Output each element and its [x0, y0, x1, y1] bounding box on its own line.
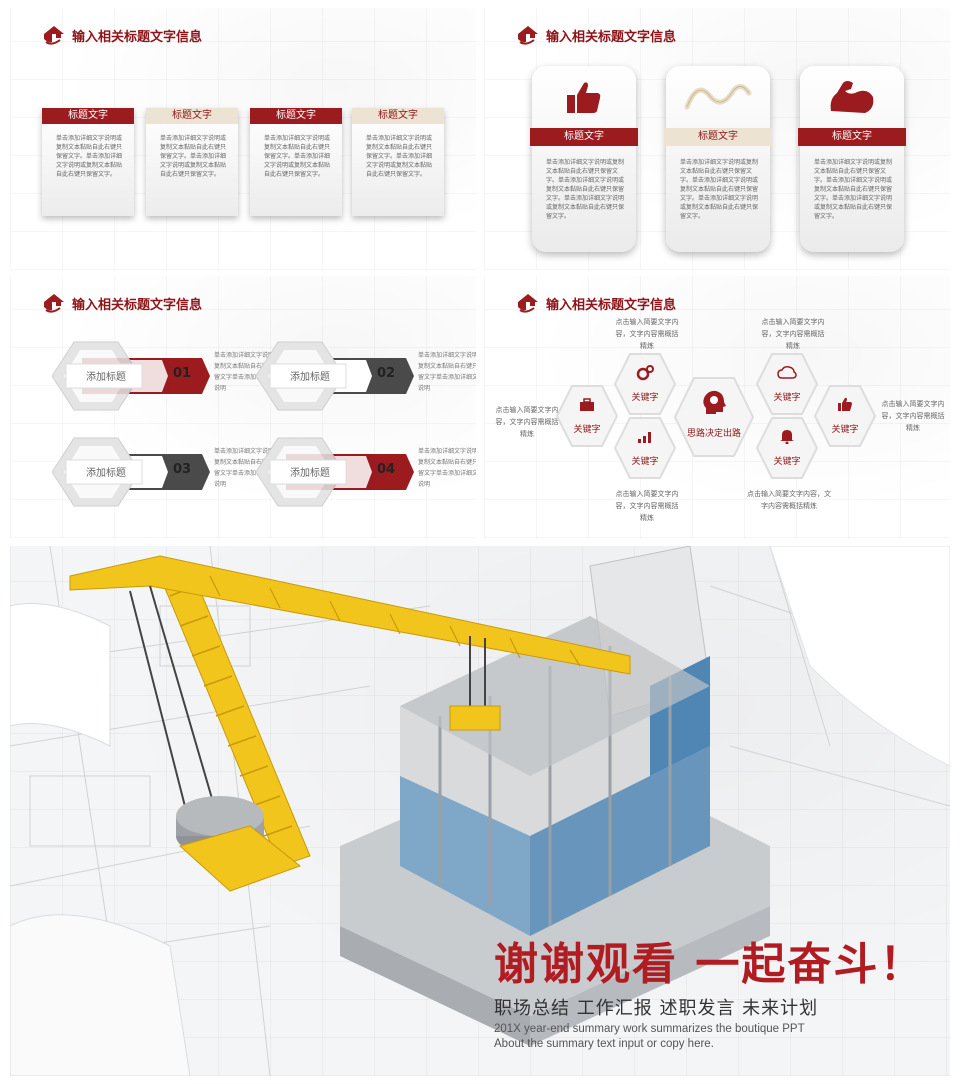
ribbon-icon — [684, 84, 752, 110]
keyword-hexagon: 关键字 — [813, 384, 877, 448]
closing-title: 谢谢观看 一起奋斗！ — [494, 939, 926, 990]
keyword-label: 关键字 — [573, 425, 601, 435]
item-label: 添加标题 — [86, 468, 126, 479]
item-label: 添加标题 — [86, 372, 126, 383]
cloud-icon — [777, 366, 797, 379]
slide-closing: 谢谢观看 一起奋斗！ 职场总结 工作汇报 述职发言 未来计划 201X year… — [10, 546, 950, 1076]
item-text: 单击添加详细文字说明或复制文本黏贴自右键只保留文字单击添加详细文字说明 — [214, 352, 281, 392]
closing-english-line-1: 201X year-end summary work summarizes th… — [494, 1023, 805, 1035]
card-text: 单击添加详细文字说明或复制文本黏贴自此右键只保留文字。单击添加详细文字说明或复制… — [680, 159, 759, 220]
thumbs-up-icon — [838, 397, 852, 411]
numbered-item: 添加标题 03 单击添加详细文字说明或复制文本黏贴自右键只保留文字单击添加详细文… — [52, 432, 280, 512]
note-text: 点击输入简要文字内容，文字内容需概括精炼 — [615, 490, 679, 522]
card-label: 标题文字 — [798, 128, 906, 146]
slide-hexagon-cluster: 输入相关标题文字信息 点击输入简要文字内容，文字内容需概括精炼 点击输入简要文字… — [484, 276, 950, 538]
house-logo-icon — [518, 26, 538, 45]
slide-header: 输入相关标题文字信息 — [516, 24, 676, 46]
card-label: 标题文字 — [250, 108, 342, 124]
card-label: 标题文字 — [530, 128, 638, 146]
note-text: 点击输入简要文字内容，文字内容需概括精炼 — [615, 318, 679, 350]
card-text: 单击添加详细文字说明或复制文本黏贴自此右键只保留文字。单击添加详细文字说明或复制… — [264, 135, 331, 178]
bar-chart-icon — [638, 432, 651, 443]
crane-building-illustration — [10, 546, 950, 1076]
keyword-label: 关键字 — [773, 457, 801, 467]
slide-title: 输入相关标题文字信息 — [72, 29, 203, 45]
keyword-hexagon: 关键字 — [555, 384, 619, 448]
center-label: 思路决定出路 — [686, 429, 741, 439]
item-number: 04 — [376, 462, 396, 477]
info-card: 标题文字 单击添加详细文字说明或复制文本黏贴自此右键只保留文字。单击添加详细文字… — [146, 108, 238, 216]
keyword-hexagon: 关键字 — [613, 416, 677, 480]
flexed-arm-icon — [830, 81, 874, 113]
card-label: 标题文字 — [352, 108, 444, 124]
head-idea-icon — [703, 390, 726, 414]
slide-four-cards: 输入相关标题文字信息 标题文字 单击添加详细文字说明或复制文本黏贴自此右键只保留… — [10, 8, 476, 270]
info-card: 标题文字 单击添加详细文字说明或复制文本黏贴自此右键只保留文字。单击添加详细文字… — [352, 108, 444, 216]
info-card: 标题文字 单击添加详细文字说明或复制文本黏贴自此右键只保留文字。单击添加详细文字… — [42, 108, 134, 216]
item-text: 单击添加详细文字说明或复制文本黏贴自右键只保留文字单击添加详细文字说明 — [418, 352, 476, 392]
gears-icon — [636, 365, 654, 381]
keyword-label: 关键字 — [631, 393, 659, 403]
slide-numbered-hexagons: 输入相关标题文字信息 添加标题 01 单击添加详细文字说明或复制文本黏贴自右键只… — [10, 276, 476, 538]
note-text: 点击输入简要文字内容，文字内容需概括精炼 — [495, 406, 559, 438]
numbered-item: 添加标题 02 单击添加详细文字说明或复制文本黏贴自右键只保留文字单击添加详细文… — [256, 336, 476, 416]
item-text: 单击添加详细文字说明或复制文本黏贴自右键只保留文字单击添加详细文字说明 — [214, 448, 281, 488]
item-number: 01 — [172, 366, 192, 381]
slide-header: 输入相关标题文字信息 — [516, 292, 676, 314]
house-logo-icon — [44, 294, 64, 313]
item-label: 添加标题 — [290, 372, 330, 383]
keyword-label: 关键字 — [773, 393, 801, 403]
briefcase-icon — [580, 398, 594, 411]
item-number: 03 — [172, 462, 192, 477]
house-logo-icon — [44, 26, 64, 45]
item-number: 02 — [376, 366, 396, 381]
note-text: 点击输入简要文字内容，文字内容需概括精炼 — [747, 490, 831, 510]
bell-icon — [780, 430, 794, 444]
info-card: 标题文字 单击添加详细文字说明或复制文本黏贴自此右键只保留文字。单击添加详细文字… — [250, 108, 342, 216]
slide-three-icon-cards: 输入相关标题文字信息 标题文字 单击添加详细文字说明或复制文本黏贴自此右键只保留… — [484, 8, 950, 270]
card-text: 单击添加详细文字说明或复制文本黏贴自此右键只保留文字。单击添加详细文字说明或复制… — [366, 135, 433, 178]
house-logo-icon — [518, 294, 538, 313]
card-text: 单击添加详细文字说明或复制文本黏贴自此右键只保留文字。单击添加详细文字说明或复制… — [814, 159, 893, 220]
slide-header: 输入相关标题文字信息 — [42, 24, 202, 46]
note-text: 点击输入简要文字内容，文字内容需概括精炼 — [761, 318, 825, 350]
numbered-item: 添加标题 04 单击添加详细文字说明或复制文本黏贴自右键只保留文字单击添加详细文… — [256, 432, 476, 512]
icon-card: 标题文字 单击添加详细文字说明或复制文本黏贴自此右键只保留文字。单击添加详细文字… — [664, 66, 772, 252]
card-text: 单击添加详细文字说明或复制文本黏贴自此右键只保留文字。单击添加详细文字说明或复制… — [546, 159, 625, 220]
keyword-label: 关键字 — [831, 425, 859, 435]
note-text: 点击输入简要文字内容，文字内容需概括精炼 — [881, 400, 945, 432]
keyword-hexagon: 关键字 — [613, 352, 677, 416]
center-hexagon: 思路决定出路 — [673, 376, 755, 458]
numbered-item: 添加标题 01 单击添加详细文字说明或复制文本黏贴自右键只保留文字单击添加详细文… — [52, 336, 280, 416]
icon-card: 标题文字 单击添加详细文字说明或复制文本黏贴自此右键只保留文字。单击添加详细文字… — [530, 66, 638, 252]
card-text: 单击添加详细文字说明或复制文本黏贴自此右键只保留文字。单击添加详细文字说明或复制… — [160, 135, 227, 178]
card-label: 标题文字 — [42, 108, 134, 124]
slide-header: 输入相关标题文字信息 — [42, 292, 202, 314]
closing-english-line-2: About the summary text input or copy her… — [494, 1038, 714, 1050]
slide-title: 输入相关标题文字信息 — [72, 297, 203, 313]
card-label: 标题文字 — [664, 128, 772, 146]
keyword-label: 关键字 — [631, 457, 659, 467]
closing-subtitle: 职场总结 工作汇报 述职发言 未来计划 — [494, 998, 819, 1019]
keyword-hexagon: 关键字 — [755, 352, 819, 416]
thumbs-up-icon — [567, 82, 601, 113]
slide-title: 输入相关标题文字信息 — [546, 297, 677, 313]
card-text: 单击添加详细文字说明或复制文本黏贴自此右键只保留文字。单击添加详细文字说明或复制… — [56, 135, 123, 178]
card-label: 标题文字 — [146, 108, 238, 124]
item-text: 单击添加详细文字说明或复制文本黏贴自右键只保留文字单击添加详细文字说明 — [418, 448, 476, 488]
item-label: 添加标题 — [290, 468, 330, 479]
icon-card: 标题文字 单击添加详细文字说明或复制文本黏贴自此右键只保留文字。单击添加详细文字… — [798, 66, 906, 252]
slide-title: 输入相关标题文字信息 — [546, 29, 677, 45]
keyword-hexagon: 关键字 — [755, 416, 819, 480]
